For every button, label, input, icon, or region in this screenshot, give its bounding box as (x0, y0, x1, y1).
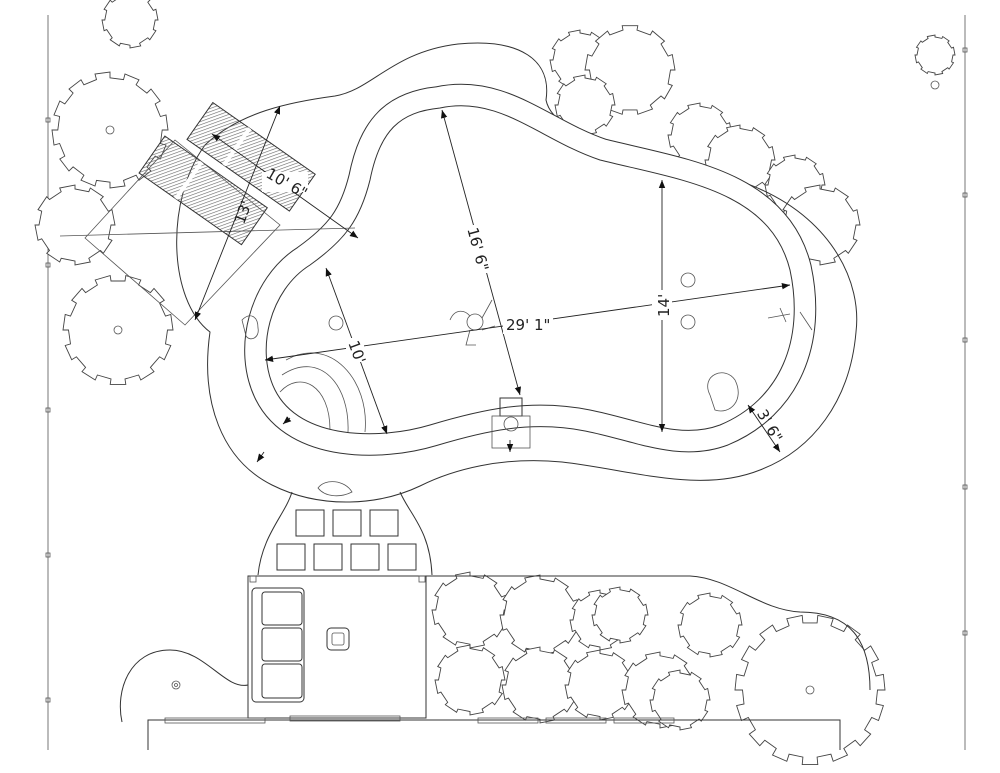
survey-marker (962, 337, 968, 343)
tree-icon (101, 0, 159, 49)
tree-icon (434, 644, 506, 716)
tree-icon (914, 34, 956, 76)
survey-marker (962, 192, 968, 198)
stepping-stones (276, 509, 417, 571)
house-wall (147, 719, 841, 750)
planting-bed-left (119, 649, 249, 723)
house-windows (164, 715, 675, 724)
tree-icon (62, 275, 174, 385)
tree-icon (734, 614, 886, 766)
survey-marker (45, 262, 51, 268)
tree-icon (649, 669, 711, 731)
survey-marker (962, 484, 968, 490)
survey-marker (962, 47, 968, 53)
patio (247, 575, 427, 719)
label-pool-length: 29' 1" (506, 316, 550, 334)
dim-deck-width (747, 404, 781, 453)
tree-trunk (113, 325, 123, 335)
outdoor-sofa (251, 587, 305, 703)
tree-icon (591, 586, 649, 644)
survey-marker (45, 697, 51, 703)
tree-icon (499, 574, 581, 656)
pool-water-edge (265, 105, 795, 435)
tree-icon (34, 184, 116, 266)
dimension-labels: 10' 6" 13' 16' 6" 29' 1" 14' 10' 3' 6" (231, 164, 786, 445)
survey-marker (45, 407, 51, 413)
tree-icon (431, 571, 509, 649)
survey-marker (45, 552, 51, 558)
tree-trunk (930, 80, 940, 90)
trees (34, 0, 956, 766)
survey-marker (962, 630, 968, 636)
label-pool-width-right: 14' (655, 294, 673, 317)
tree-icon (51, 71, 169, 189)
tree-icon (564, 649, 636, 721)
tree-icon (554, 74, 616, 136)
planting-bed-right (426, 575, 871, 691)
property-line-markers (45, 47, 968, 703)
pool-deck-outline (176, 42, 858, 503)
tree-trunk (805, 685, 815, 695)
tree-trunk (105, 125, 115, 135)
survey-marker (45, 117, 51, 123)
walkway-edges (257, 491, 433, 576)
tree-icon (677, 592, 743, 658)
coffee-table (326, 627, 350, 651)
dim-lounge-width (194, 105, 281, 321)
